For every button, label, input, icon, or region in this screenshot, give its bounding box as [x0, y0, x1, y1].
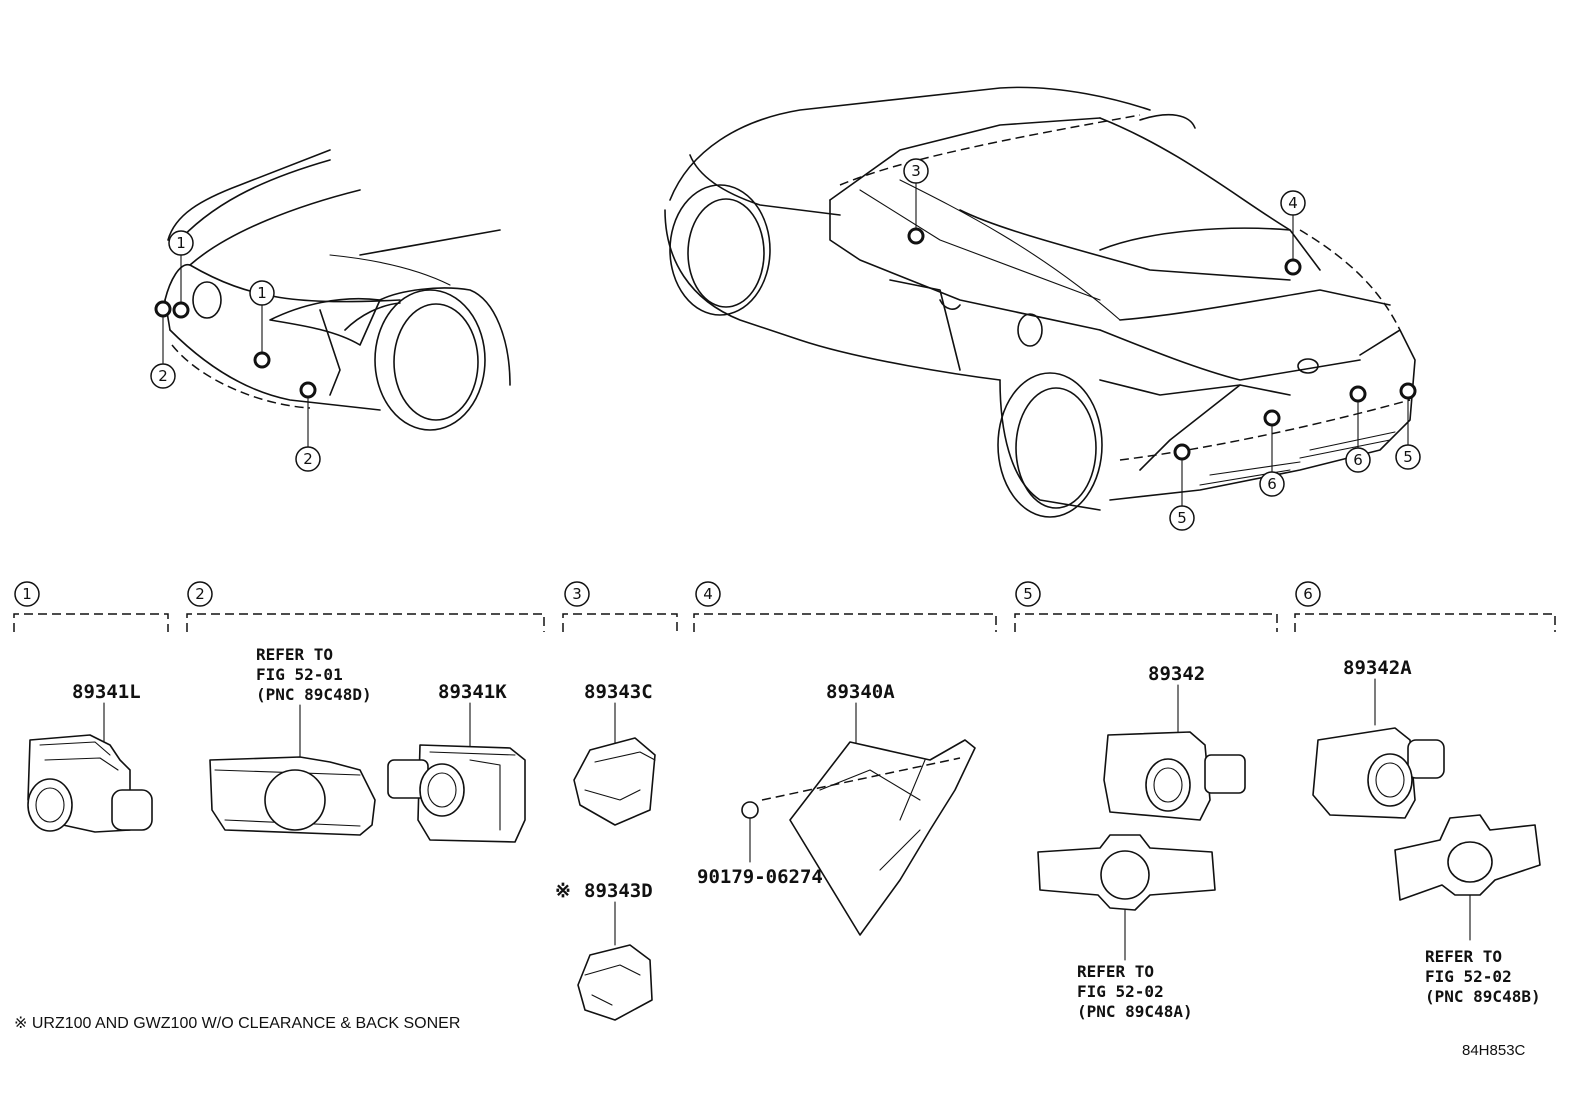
section-callout-5: 5 — [1015, 581, 1041, 607]
callout-4: 4 — [1280, 190, 1306, 216]
svg-text:2: 2 — [158, 367, 168, 385]
sensor-dot — [1399, 382, 1417, 400]
svg-text:6: 6 — [1303, 585, 1313, 603]
sensor-dot — [1173, 443, 1191, 461]
sensor-dot — [299, 381, 317, 399]
asterisk-mark: ※ — [555, 880, 571, 902]
part-89342: 89342 — [1103, 663, 1246, 821]
sensor-dot — [907, 227, 925, 245]
refer-note-line: REFER TO — [1425, 947, 1502, 966]
part-number-label: 89341K — [438, 681, 507, 703]
footnote: ※ URZ100 AND GWZ100 W/O CLEARANCE & BACK… — [14, 1015, 460, 1032]
refer-note-line: (PNC 89C48A) — [1077, 1002, 1193, 1021]
svg-text:5: 5 — [1023, 585, 1033, 603]
refer-note-line: REFER TO — [1077, 962, 1154, 981]
svg-text:1: 1 — [257, 284, 267, 302]
part-89340A: 89340A 90179-06274 — [697, 681, 976, 936]
part-89341L: 89341L — [27, 681, 153, 833]
callout-1: 1 — [168, 230, 194, 256]
part-89343D: ※ 89343D — [555, 880, 653, 1021]
sensor-dot — [1284, 258, 1302, 276]
section-headers: 1 2 3 4 5 6 — [13, 581, 1556, 632]
svg-text:1: 1 — [176, 234, 186, 252]
svg-text:4: 4 — [1288, 194, 1298, 212]
diagram-code: 84H853C — [1462, 1042, 1526, 1059]
car-callouts: 1 2 1 2 3 4 5 6 6 5 — [150, 158, 1421, 531]
svg-text:5: 5 — [1177, 509, 1187, 527]
refer-note-line: (PNC 89C48B) — [1425, 987, 1541, 1006]
part-89c48d-bracket: REFER TO FIG 52-01 (PNC 89C48D) — [209, 645, 376, 836]
part-number-label: 89342A — [1343, 657, 1412, 679]
callout-6: 6 — [1345, 447, 1371, 473]
part-89342A: 89342A — [1312, 657, 1445, 819]
part-89c48a-bracket: REFER TO FIG 52-02 (PNC 89C48A) — [1037, 834, 1216, 1021]
part-number-label: 89343C — [584, 681, 653, 703]
part-number-label: 89341L — [72, 681, 141, 703]
refer-note-line: (PNC 89C48D) — [256, 685, 372, 704]
refer-note-line: REFER TO — [256, 645, 333, 664]
sensor-dot — [154, 300, 172, 318]
svg-text:6: 6 — [1353, 451, 1363, 469]
section-callout-1: 1 — [14, 581, 40, 607]
callout-5: 5 — [1395, 444, 1421, 470]
callout-2: 2 — [150, 363, 176, 389]
part-89343C: 89343C — [573, 681, 656, 826]
rear-car-illustration — [664, 86, 1416, 518]
callout-3: 3 — [903, 158, 929, 184]
svg-text:5: 5 — [1403, 448, 1413, 466]
part-89c48b-bracket: REFER TO FIG 52-02 (PNC 89C48B) — [1394, 814, 1541, 1006]
part-number-label: 89340A — [826, 681, 895, 703]
bolt-part-number-label: 90179-06274 — [697, 866, 823, 888]
svg-text:4: 4 — [703, 585, 713, 603]
section-callout-3: 3 — [564, 581, 590, 607]
refer-note-line: FIG 52-01 — [256, 665, 343, 684]
callout-6: 6 — [1259, 471, 1285, 497]
section-callout-2: 2 — [187, 581, 213, 607]
section-callout-4: 4 — [695, 581, 721, 607]
svg-text:6: 6 — [1267, 475, 1277, 493]
svg-text:2: 2 — [303, 450, 313, 468]
callout-2: 2 — [295, 446, 321, 472]
refer-note-line: FIG 52-02 — [1425, 967, 1512, 986]
part-number-label: 89343D — [584, 880, 653, 902]
svg-text:1: 1 — [22, 585, 32, 603]
section-callout-6: 6 — [1295, 581, 1321, 607]
refer-note-line: FIG 52-02 — [1077, 982, 1164, 1001]
callout-5: 5 — [1169, 505, 1195, 531]
sensor-locations — [154, 227, 1417, 461]
front-car-illustration — [164, 149, 511, 431]
callout-1: 1 — [249, 280, 275, 306]
part-number-label: 89342 — [1148, 663, 1205, 685]
part-89341K: 89341K — [387, 681, 526, 843]
sensor-dot — [1263, 409, 1281, 427]
sensor-dot — [253, 351, 271, 369]
svg-text:2: 2 — [195, 585, 205, 603]
sensor-dot — [1349, 385, 1367, 403]
svg-text:3: 3 — [572, 585, 582, 603]
svg-text:3: 3 — [911, 162, 921, 180]
sensor-dot — [172, 301, 190, 319]
leader-lines — [162, 182, 1409, 507]
section-brackets — [13, 613, 1556, 632]
